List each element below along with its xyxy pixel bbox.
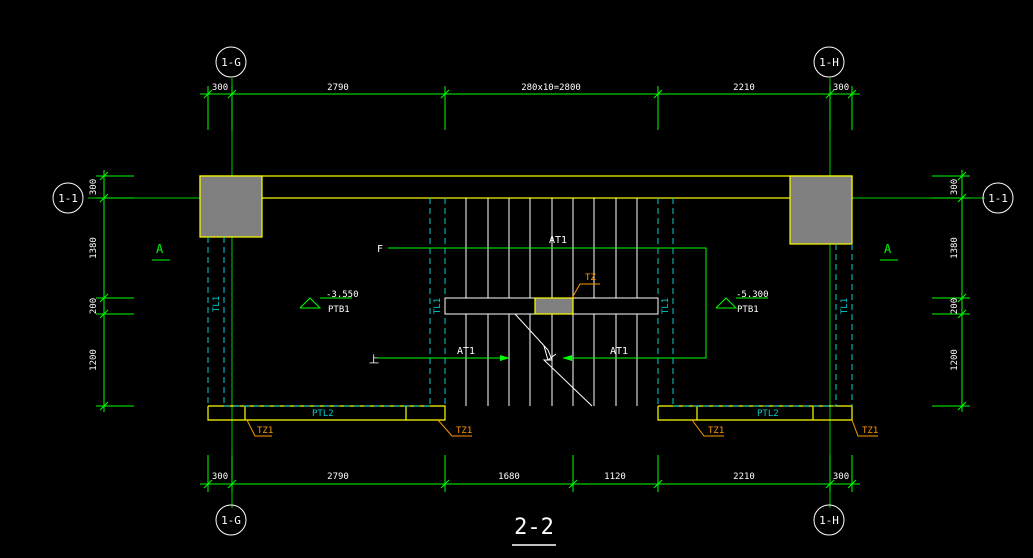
stair-label-lower-right: AT1 — [610, 346, 628, 357]
beam-tag-right: TL1 — [840, 298, 850, 314]
bottom-dim-2: 2790 — [327, 472, 349, 482]
grid-bubble-bottom-right — [813, 504, 845, 536]
grid-bubble-right — [982, 182, 1014, 214]
top-dim-3: 280x10=2800 — [521, 83, 581, 93]
landing-left-label: PTB1 — [328, 305, 350, 315]
beam-tag-bottom-right: PTL2 — [757, 409, 779, 419]
column-tag-bottom-1: TZ1 — [257, 426, 273, 436]
grid-bubble-top-left — [215, 46, 247, 78]
column-left — [199, 175, 263, 238]
landing-right-label: PTB1 — [737, 305, 759, 315]
left-dim-4: 1200 — [89, 349, 99, 371]
left-dim-3: 200 — [89, 298, 99, 314]
top-dim-4: 2210 — [733, 83, 755, 93]
right-dim-4: 1200 — [950, 349, 960, 371]
right-dimension-chain — [932, 170, 970, 412]
landing-left-elevation: -3.550 — [326, 290, 359, 300]
grid-label-left: 1-1 — [58, 192, 78, 205]
left-dim-1: 300 — [89, 179, 99, 195]
columns — [199, 175, 853, 245]
left-dimension-chain — [96, 170, 134, 412]
direction-lines — [378, 247, 707, 359]
beam-tag-left: TL1 — [212, 296, 222, 312]
landing-right-elevation: -5.300 — [736, 290, 769, 300]
bottom-dim-3: 1680 — [498, 472, 520, 482]
right-dim-3: 200 — [950, 298, 960, 314]
column-right — [789, 175, 853, 245]
drawing-title: 2-2 — [514, 515, 554, 540]
beam-tag-mid-left: TL1 — [433, 298, 443, 314]
axis-lines — [88, 78, 985, 508]
column-tag-leaders — [246, 283, 878, 437]
column-tag-center: TZ — [585, 273, 596, 283]
right-dim-1: 300 — [950, 179, 960, 195]
grid-bubble-left — [52, 182, 84, 214]
arrow-down — [562, 355, 572, 361]
landing-right: -5.300 PTB1 — [715, 290, 769, 315]
arrow-up — [500, 355, 510, 361]
beam-tag-bottom-left: PTL2 — [312, 409, 334, 419]
grid-bubbles — [52, 46, 1014, 536]
grid-label-top-left: 1-G — [221, 56, 241, 69]
section-mark-right: A — [884, 242, 892, 256]
section-mark-left: A — [156, 242, 164, 256]
section-marks: A A — [152, 242, 898, 261]
up-mark: F — [377, 244, 383, 255]
bottom-dimension-chain — [200, 455, 860, 492]
left-dim-2: 1380 — [89, 237, 99, 259]
stair-label-lower-left: AT1 — [457, 346, 475, 357]
top-dim-5: 300 — [833, 83, 849, 93]
grid-label-bottom-right: 1-H — [819, 514, 839, 527]
center-column — [534, 297, 574, 315]
bottom-dim-6: 300 — [833, 472, 849, 482]
right-dim-2: 1380 — [950, 237, 960, 259]
down-mark: 上 — [369, 354, 379, 366]
bottom-dim-4: 1120 — [604, 472, 626, 482]
break-line — [514, 313, 593, 407]
grid-label-top-right: 1-H — [819, 56, 839, 69]
grid-label-right: 1-1 — [988, 192, 1008, 205]
top-dimension-chain — [200, 86, 860, 130]
landing-left: -3.550 PTB1 — [299, 290, 359, 315]
bottom-dim-1: 300 — [212, 472, 228, 482]
grid-bubble-top-right — [813, 46, 845, 78]
column-tag-bottom-4: TZ1 — [862, 426, 878, 436]
beam-tag-mid-right: TL1 — [661, 298, 671, 314]
stair-label-upper: AT1 — [549, 235, 567, 246]
top-dim-2: 2790 — [327, 83, 349, 93]
column-tag-bottom-3: TZ1 — [708, 426, 724, 436]
column-tag-bottom-2: TZ1 — [456, 426, 472, 436]
grid-bubble-bottom-left — [215, 504, 247, 536]
grid-label-bottom-left: 1-G — [221, 514, 241, 527]
bottom-dim-5: 2210 — [733, 472, 755, 482]
top-dim-1: 300 — [212, 83, 228, 93]
